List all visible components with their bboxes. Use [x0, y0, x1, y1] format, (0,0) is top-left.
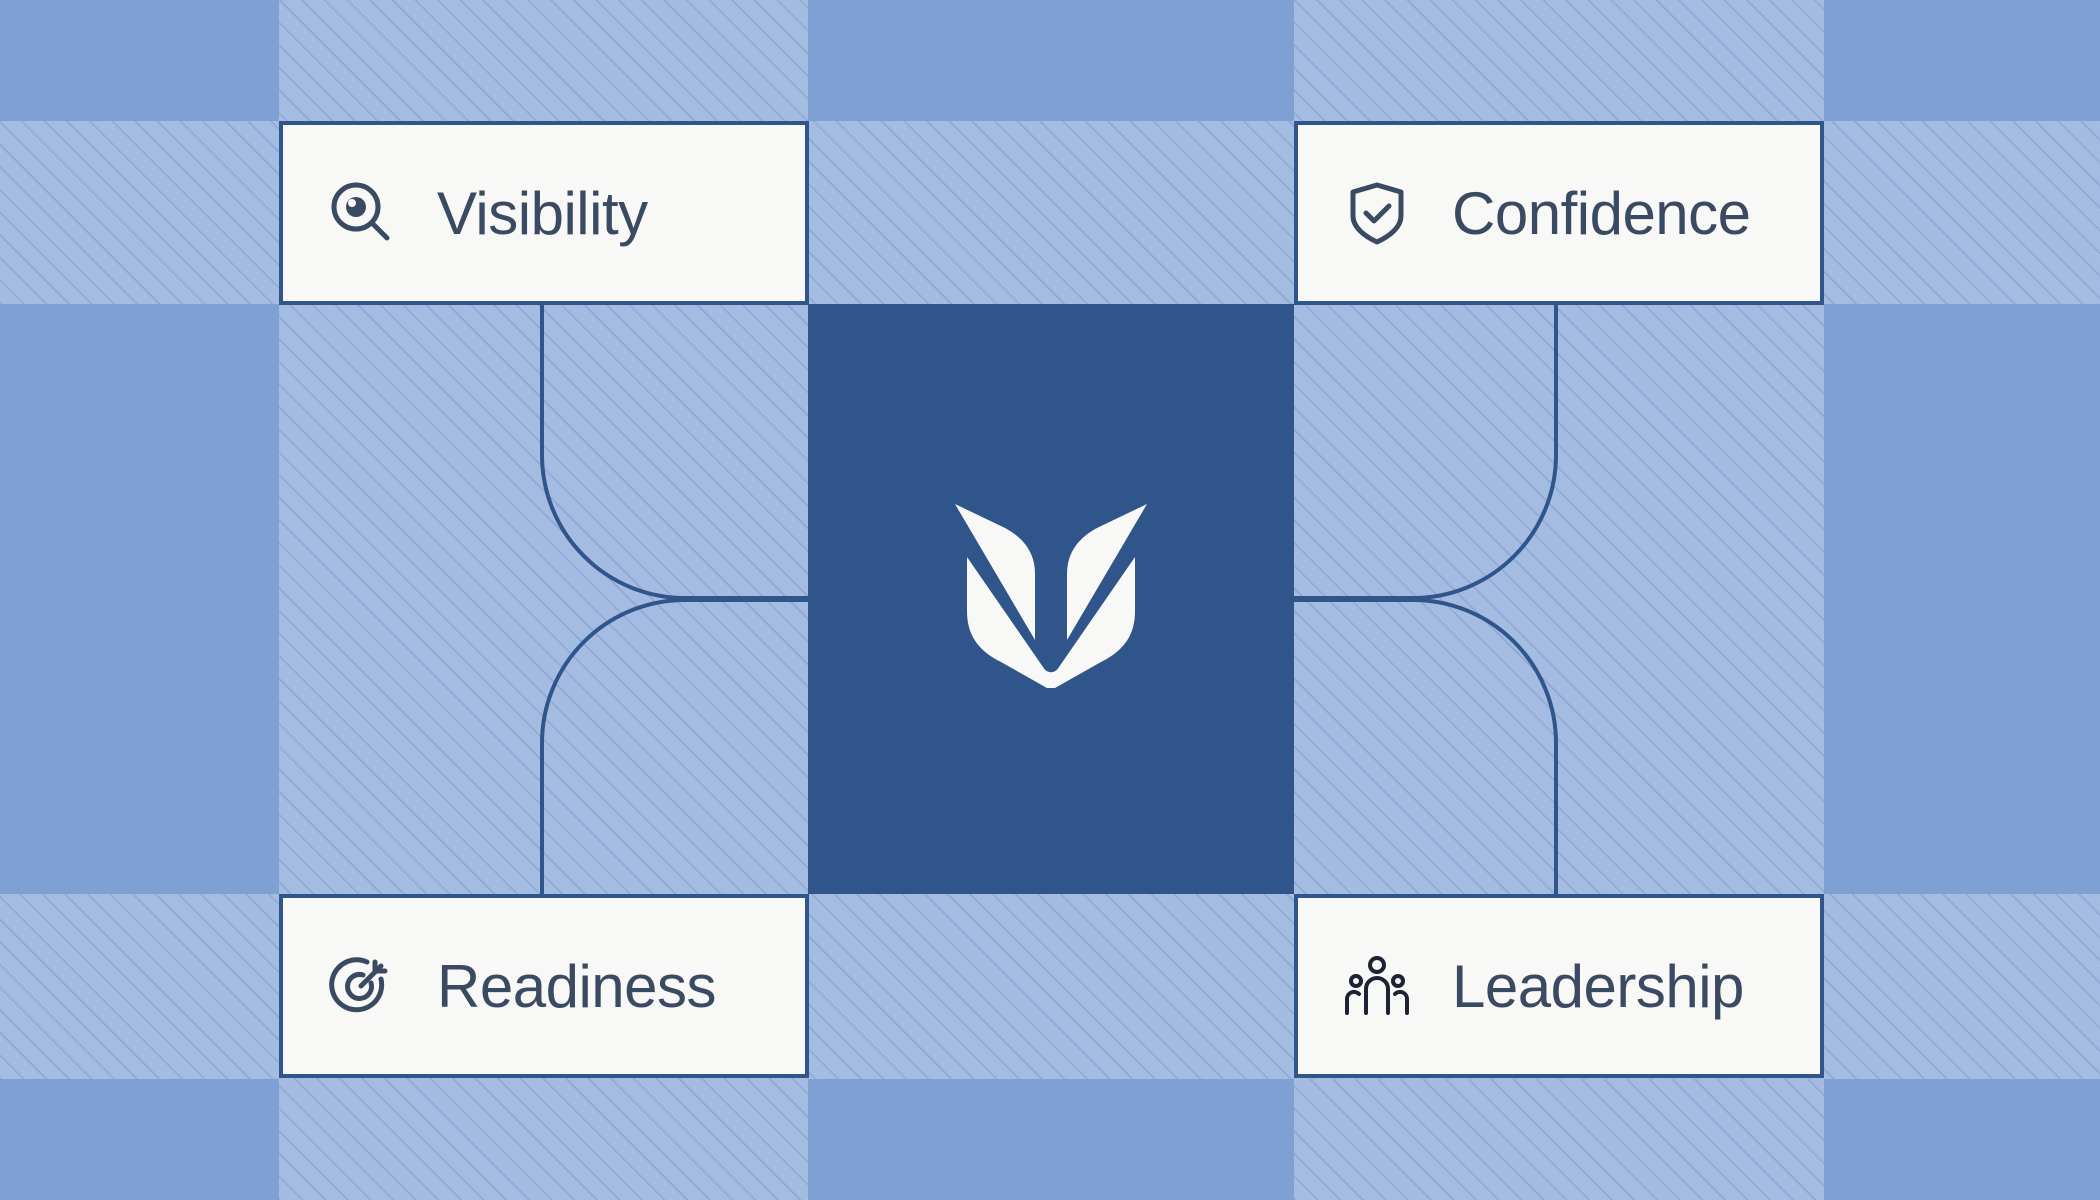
shield-check-icon — [1350, 182, 1404, 245]
connector-visibility — [540, 304, 808, 600]
center-block — [808, 304, 1294, 894]
card-label-readiness: Readiness — [437, 952, 717, 1020]
card-visibility: Visibility — [279, 121, 809, 305]
target-arrow-icon — [329, 957, 388, 1013]
connector-readiness — [540, 598, 808, 894]
card-leadership: Leadership — [1294, 894, 1824, 1078]
magnifier-eye-icon — [331, 182, 390, 241]
leaf-v-logo-icon — [955, 504, 1147, 688]
card-label-confidence: Confidence — [1452, 179, 1751, 247]
connector-confidence — [1294, 304, 1558, 600]
team-people-icon — [1344, 956, 1410, 1015]
connector-leadership — [1294, 598, 1558, 894]
card-confidence: Confidence — [1294, 121, 1824, 305]
card-label-leadership: Leadership — [1452, 952, 1744, 1020]
card-readiness: Readiness — [279, 894, 809, 1078]
card-label-visibility: Visibility — [437, 179, 648, 247]
